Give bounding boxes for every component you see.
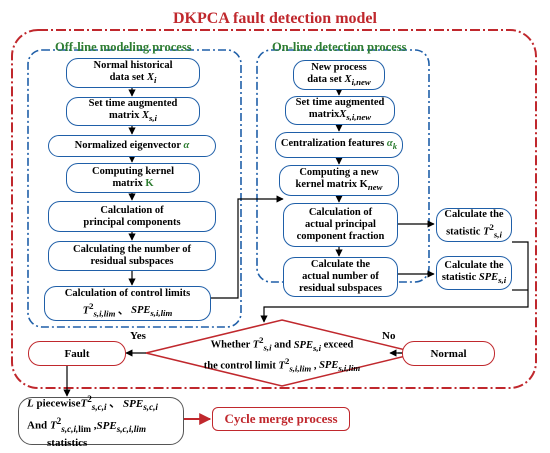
no-label: No xyxy=(382,330,396,342)
step-principal-components: Calculation of principal components xyxy=(48,201,216,232)
step-control-limits: Calculation of control limits T2s,i,lim … xyxy=(44,286,211,321)
step-kernel-matrix: Computing kernel matrix K xyxy=(66,163,200,193)
offline-boundary xyxy=(27,49,242,328)
step-actual-residual: Calculate the actual number of residual … xyxy=(283,257,398,297)
step-statistic-spe: Calculate the statistic SPEs,i xyxy=(436,256,512,290)
cycle-merge-box: Cycle merge process xyxy=(212,407,350,431)
yes-label: Yes xyxy=(130,330,146,342)
model-boundary xyxy=(11,29,537,389)
step-statistic-t2: Calculate the statistic T2s,i xyxy=(436,208,512,242)
online-boundary xyxy=(256,49,430,283)
step-new-process-data: New process data set Xi,new xyxy=(293,60,385,90)
step-time-augmented: Set time augmented matrix Xs,i xyxy=(66,97,200,126)
time-augmented-label: matrix Xs,i xyxy=(109,110,157,124)
offline-section-title: Off-line modeling process xyxy=(55,40,192,54)
historical-data-label: data set Xi xyxy=(109,71,157,86)
step-time-augmented-new: Set time augmented matrixXs,i,new xyxy=(285,96,395,125)
step-new-kernel: Computing a new kernel matrix Knew xyxy=(279,165,399,196)
fault-box: Fault xyxy=(28,341,126,366)
step-residual-subspaces: Calculating the number of residual subsp… xyxy=(48,241,216,271)
step-actual-principal: Calculation of actual principal componen… xyxy=(283,203,398,247)
step-centralization: Centralization features αk xyxy=(275,132,403,158)
decision-text: Whether T2s,i and SPEs,i exceed the cont… xyxy=(203,335,361,374)
online-section-title: On-line detection process xyxy=(272,40,407,54)
step-normalized-eigenvector: Normalized eigenvector α xyxy=(48,135,216,157)
normal-box: Normal xyxy=(402,341,495,366)
diagram-title: DKPCA fault detection model xyxy=(173,10,377,27)
decision-diamond xyxy=(145,319,419,387)
piecewise-statistics-box: L piecewiseT2s,c,i 、 SPEs,c,i And T2s,c,… xyxy=(18,394,184,449)
step-historical-data: Normal historical data set Xi xyxy=(66,58,200,88)
stats-to-decision-arrow xyxy=(260,241,529,323)
limits-to-online-arrow xyxy=(211,195,284,299)
